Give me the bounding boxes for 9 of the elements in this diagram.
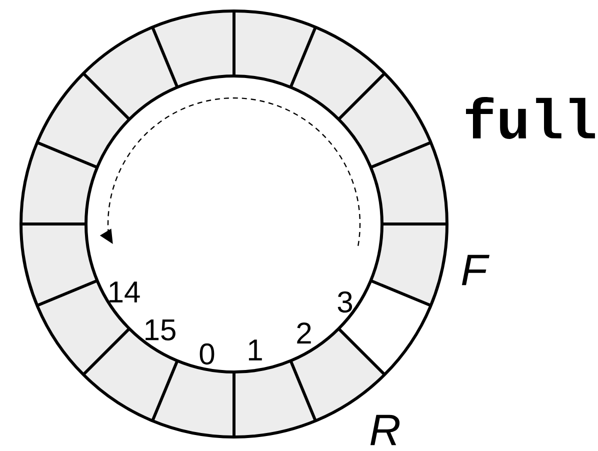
pointer-label: F <box>462 254 490 286</box>
slot-index: 0 <box>200 343 214 365</box>
slot-index: 15 <box>146 320 176 340</box>
status-label: full <box>466 97 595 139</box>
slot-index: 2 <box>297 322 311 344</box>
slot-index: 1 <box>248 340 262 360</box>
slot-index: 3 <box>338 291 352 313</box>
slot-index: 14 <box>110 282 140 302</box>
pointer-label: R <box>370 414 400 446</box>
